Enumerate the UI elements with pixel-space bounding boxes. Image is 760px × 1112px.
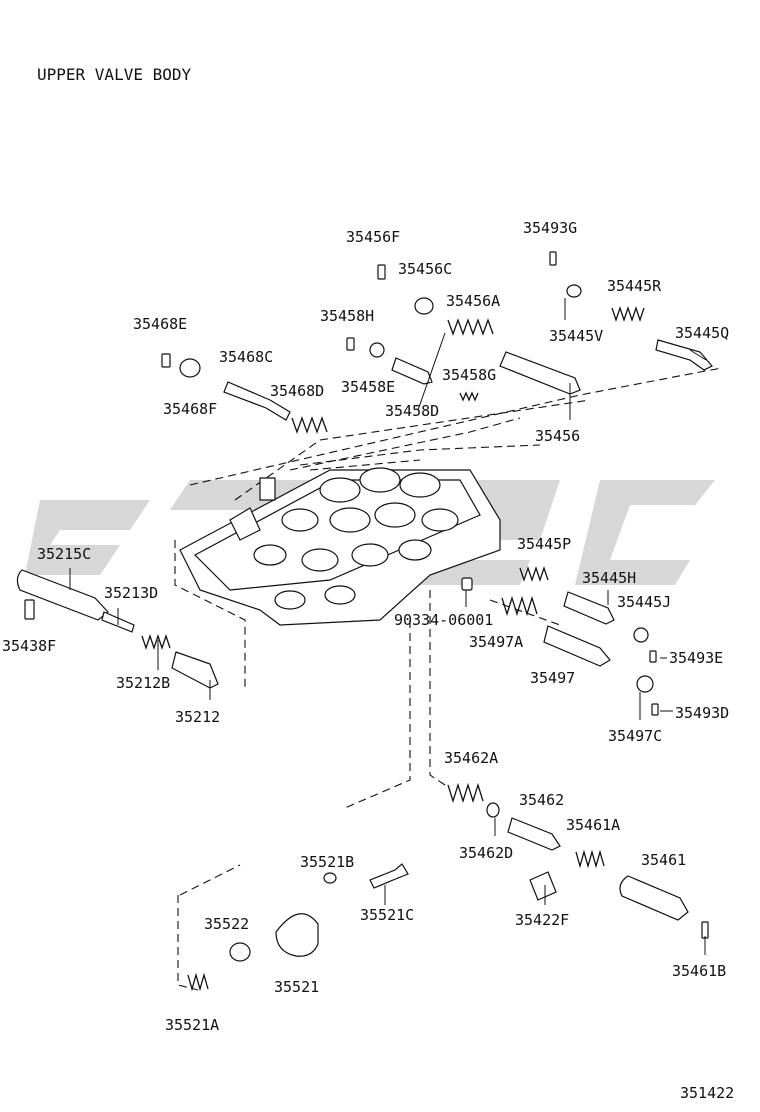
part-label: 35445R: [607, 277, 662, 295]
part-label: 35461A: [566, 816, 620, 834]
part-label: 35462D: [459, 844, 513, 862]
part-35521B-shape: [323, 872, 337, 884]
part-35212-shape: [171, 651, 219, 689]
part-label: 35458G: [442, 366, 496, 384]
part-label: 35522: [204, 915, 249, 933]
part-label: 35497C: [608, 727, 662, 745]
part-label: 35497: [530, 669, 575, 687]
part-label: 35458D: [385, 402, 439, 420]
part-35497-shape: [543, 625, 611, 667]
dashed-guide-lines: [174, 367, 723, 991]
part-label: 35445H: [582, 569, 636, 587]
part-label: 35445Q: [675, 324, 729, 342]
figure-number: 351422: [680, 1084, 734, 1102]
part-35445Q-shape: [655, 339, 713, 371]
part-35497C-shape: [636, 675, 654, 693]
part-label: 90334-06001: [394, 611, 493, 629]
part-35456C-shape: [414, 297, 434, 315]
part-35462A-shape: [447, 782, 484, 804]
part-35522-shape: [229, 942, 251, 962]
part-label: 35212: [175, 708, 220, 726]
part-35493E-shape: [649, 650, 657, 663]
part-label: 35468C: [219, 348, 273, 366]
part-35521C-shape: [369, 863, 409, 889]
part-90334-06001-shape: [461, 577, 473, 591]
diagram-title: UPPER VALVE BODY: [37, 65, 191, 84]
part-35461-shape: [619, 875, 689, 921]
part-label: 35493G: [523, 219, 577, 237]
part-35468C-shape: [223, 381, 291, 421]
part-35462D-shape: [486, 802, 500, 818]
parts-drawings: [16, 251, 713, 992]
part-35438F-shape: [24, 599, 35, 620]
part-35521A-shape: [187, 972, 209, 992]
part-35456F-shape: [377, 264, 386, 280]
part-label: 35458E: [341, 378, 395, 396]
part-label: 35521C: [360, 906, 414, 924]
part-35422F-shape: [529, 871, 557, 901]
part-35461B-shape: [701, 921, 709, 939]
part-35456-shape: [499, 351, 581, 395]
part-label: 35456C: [398, 260, 452, 278]
part-label: 35468D: [270, 382, 324, 400]
part-label: 35521B: [300, 853, 354, 871]
upper-valve-body-casting: [179, 467, 501, 626]
part-35521-shape: [275, 913, 319, 957]
part-label: 35445V: [549, 327, 603, 345]
part-label: 35445P: [517, 535, 571, 553]
part-35493G-shape: [549, 251, 557, 266]
part-label: 35458H: [320, 307, 374, 325]
part-35445R-shape: [611, 305, 645, 323]
part-35212B-shape: [141, 633, 171, 651]
part-35461A-shape: [575, 849, 605, 869]
part-35445J-shape: [633, 627, 649, 643]
part-label: 35497A: [469, 633, 523, 651]
part-35468F-shape: [179, 358, 201, 378]
part-label: 35521: [274, 978, 319, 996]
part-label: 35456: [535, 427, 580, 445]
part-35445P-shape: [519, 565, 549, 583]
part-label: 35445J: [617, 593, 671, 611]
part-label: 35493D: [675, 704, 729, 722]
part-label: 35493E: [669, 649, 723, 667]
part-label: 35462A: [444, 749, 498, 767]
part-label: 35215C: [37, 545, 91, 563]
part-label: 35456F: [346, 228, 400, 246]
part-35445H-shape: [563, 591, 615, 625]
part-label: 35468F: [163, 400, 217, 418]
part-labels: 35456F 35456C 35456A 35493G 35445R 35445…: [2, 219, 729, 1034]
part-label: 35213D: [104, 584, 158, 602]
part-label: 35461B: [672, 962, 726, 980]
part-label: 35462: [519, 791, 564, 809]
part-label: 35438F: [2, 637, 56, 655]
part-35493D-shape: [651, 703, 659, 716]
part-35468E-shape: [161, 353, 171, 368]
part-label: 35468E: [133, 315, 187, 333]
part-35462-shape: [507, 817, 561, 851]
part-label: 35461: [641, 851, 686, 869]
part-35468D-shape: [291, 416, 328, 434]
leader-lines: [69, 298, 707, 955]
part-label: 35212B: [116, 674, 170, 692]
part-label: 35422F: [515, 911, 569, 929]
part-35458E-shape: [369, 342, 385, 358]
part-35458D-shape: [391, 357, 433, 385]
part-label: 35521A: [165, 1016, 219, 1034]
part-35497A-shape: [501, 595, 538, 617]
part-label: 35456A: [446, 292, 500, 310]
part-35458H-shape: [346, 337, 355, 351]
part-35456A-shape: [447, 318, 494, 336]
part-35445V-shape: [566, 284, 582, 298]
part-35458G-shape: [459, 391, 479, 402]
